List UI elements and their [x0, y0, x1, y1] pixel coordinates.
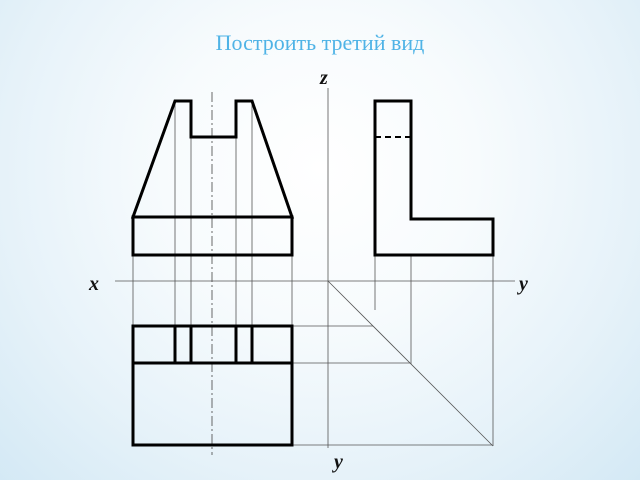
- constant-line: [327, 280, 494, 447]
- top-view: [131, 324, 294, 447]
- front-view-base: [131, 215, 294, 257]
- front-view: [130, 99, 295, 257]
- top-view-outline: [131, 324, 294, 447]
- construction-lines: [115, 88, 515, 455]
- side-view-outline: [373, 99, 495, 257]
- axis-label-z: z: [319, 67, 328, 89]
- axis-label-y-bottom: y: [332, 451, 343, 473]
- slide-title: Построить третий вид: [215, 30, 425, 55]
- axis-label-y-right: y: [517, 273, 528, 295]
- side-view: [373, 99, 495, 257]
- axis-label-x: x: [88, 273, 99, 295]
- front-view-upper-part: [130, 99, 295, 219]
